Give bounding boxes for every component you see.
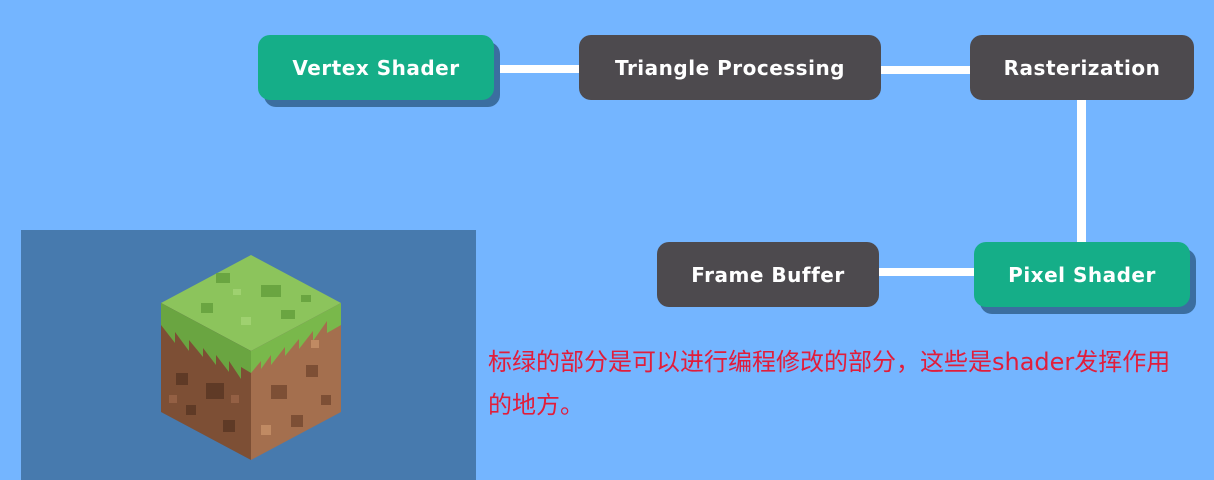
node-vertex-shader: Vertex Shader [258,35,494,100]
node-rasterization: Rasterization [970,35,1194,100]
connector-pixel-frame [878,268,976,276]
connector-triangle-raster [880,66,972,74]
node-triangle-processing: Triangle Processing [579,35,881,100]
node-pixel-shader: Pixel Shader [974,242,1190,307]
annotation-note: 标绿的部分是可以进行编程修改的部分，这些是shader发挥作用的地方。 [488,348,1171,419]
grass-block-cube-icon [161,255,341,460]
illustration-panel [21,230,476,480]
node-frame-buffer: Frame Buffer [657,242,879,307]
connector-raster-pixel [1077,100,1086,245]
connector-vertex-triangle [494,65,580,73]
